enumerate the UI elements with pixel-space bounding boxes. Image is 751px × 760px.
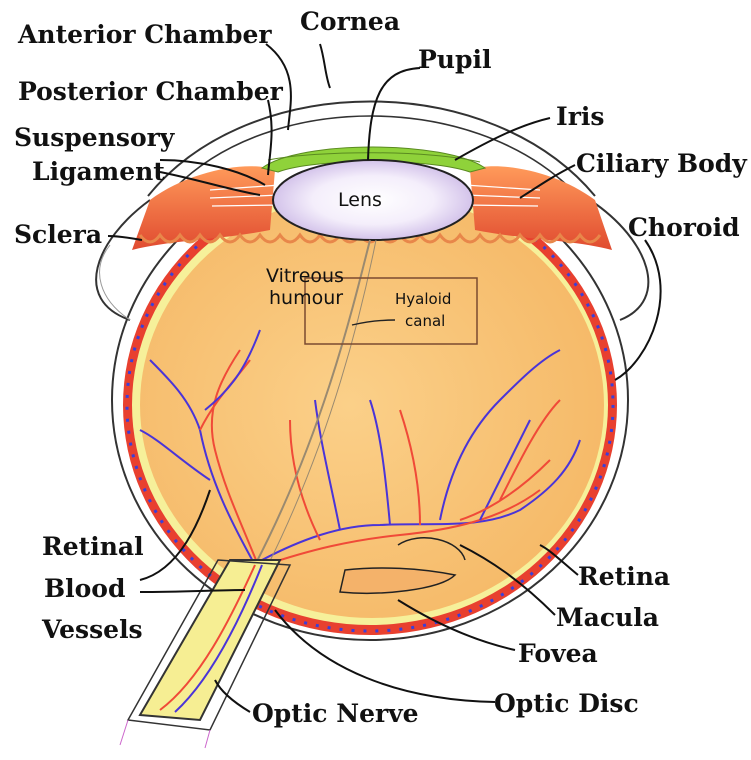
- label-fovea: Fovea: [518, 639, 598, 668]
- label-hyaloid: Hyaloid: [395, 290, 451, 308]
- label-cornea: Cornea: [300, 7, 400, 36]
- label-optic-nerve: Optic Nerve: [252, 699, 419, 728]
- label-retina: Retina: [578, 562, 670, 591]
- label-macula: Macula: [556, 603, 659, 632]
- label-suspensory: Suspensory: [14, 123, 176, 152]
- label-anterior-chamber: Anterior Chamber: [17, 20, 272, 49]
- label-pupil: Pupil: [418, 45, 491, 74]
- label-canal: canal: [405, 312, 445, 330]
- label-optic-disc: Optic Disc: [494, 689, 639, 718]
- label-vitreous: Vitreous: [266, 265, 344, 287]
- label-sclera: Sclera: [14, 220, 102, 249]
- label-blood: Blood: [44, 574, 125, 603]
- label-iris: Iris: [556, 102, 604, 131]
- label-lens: Lens: [338, 189, 382, 211]
- label-ligament: Ligament: [32, 157, 165, 186]
- label-humour: humour: [269, 287, 343, 309]
- label-posterior-chamber: Posterior Chamber: [18, 77, 284, 106]
- label-retinal: Retinal: [42, 532, 144, 561]
- label-vessels: Vessels: [41, 615, 143, 644]
- label-choroid: Choroid: [628, 213, 740, 242]
- label-ciliary-body: Ciliary Body: [576, 149, 748, 178]
